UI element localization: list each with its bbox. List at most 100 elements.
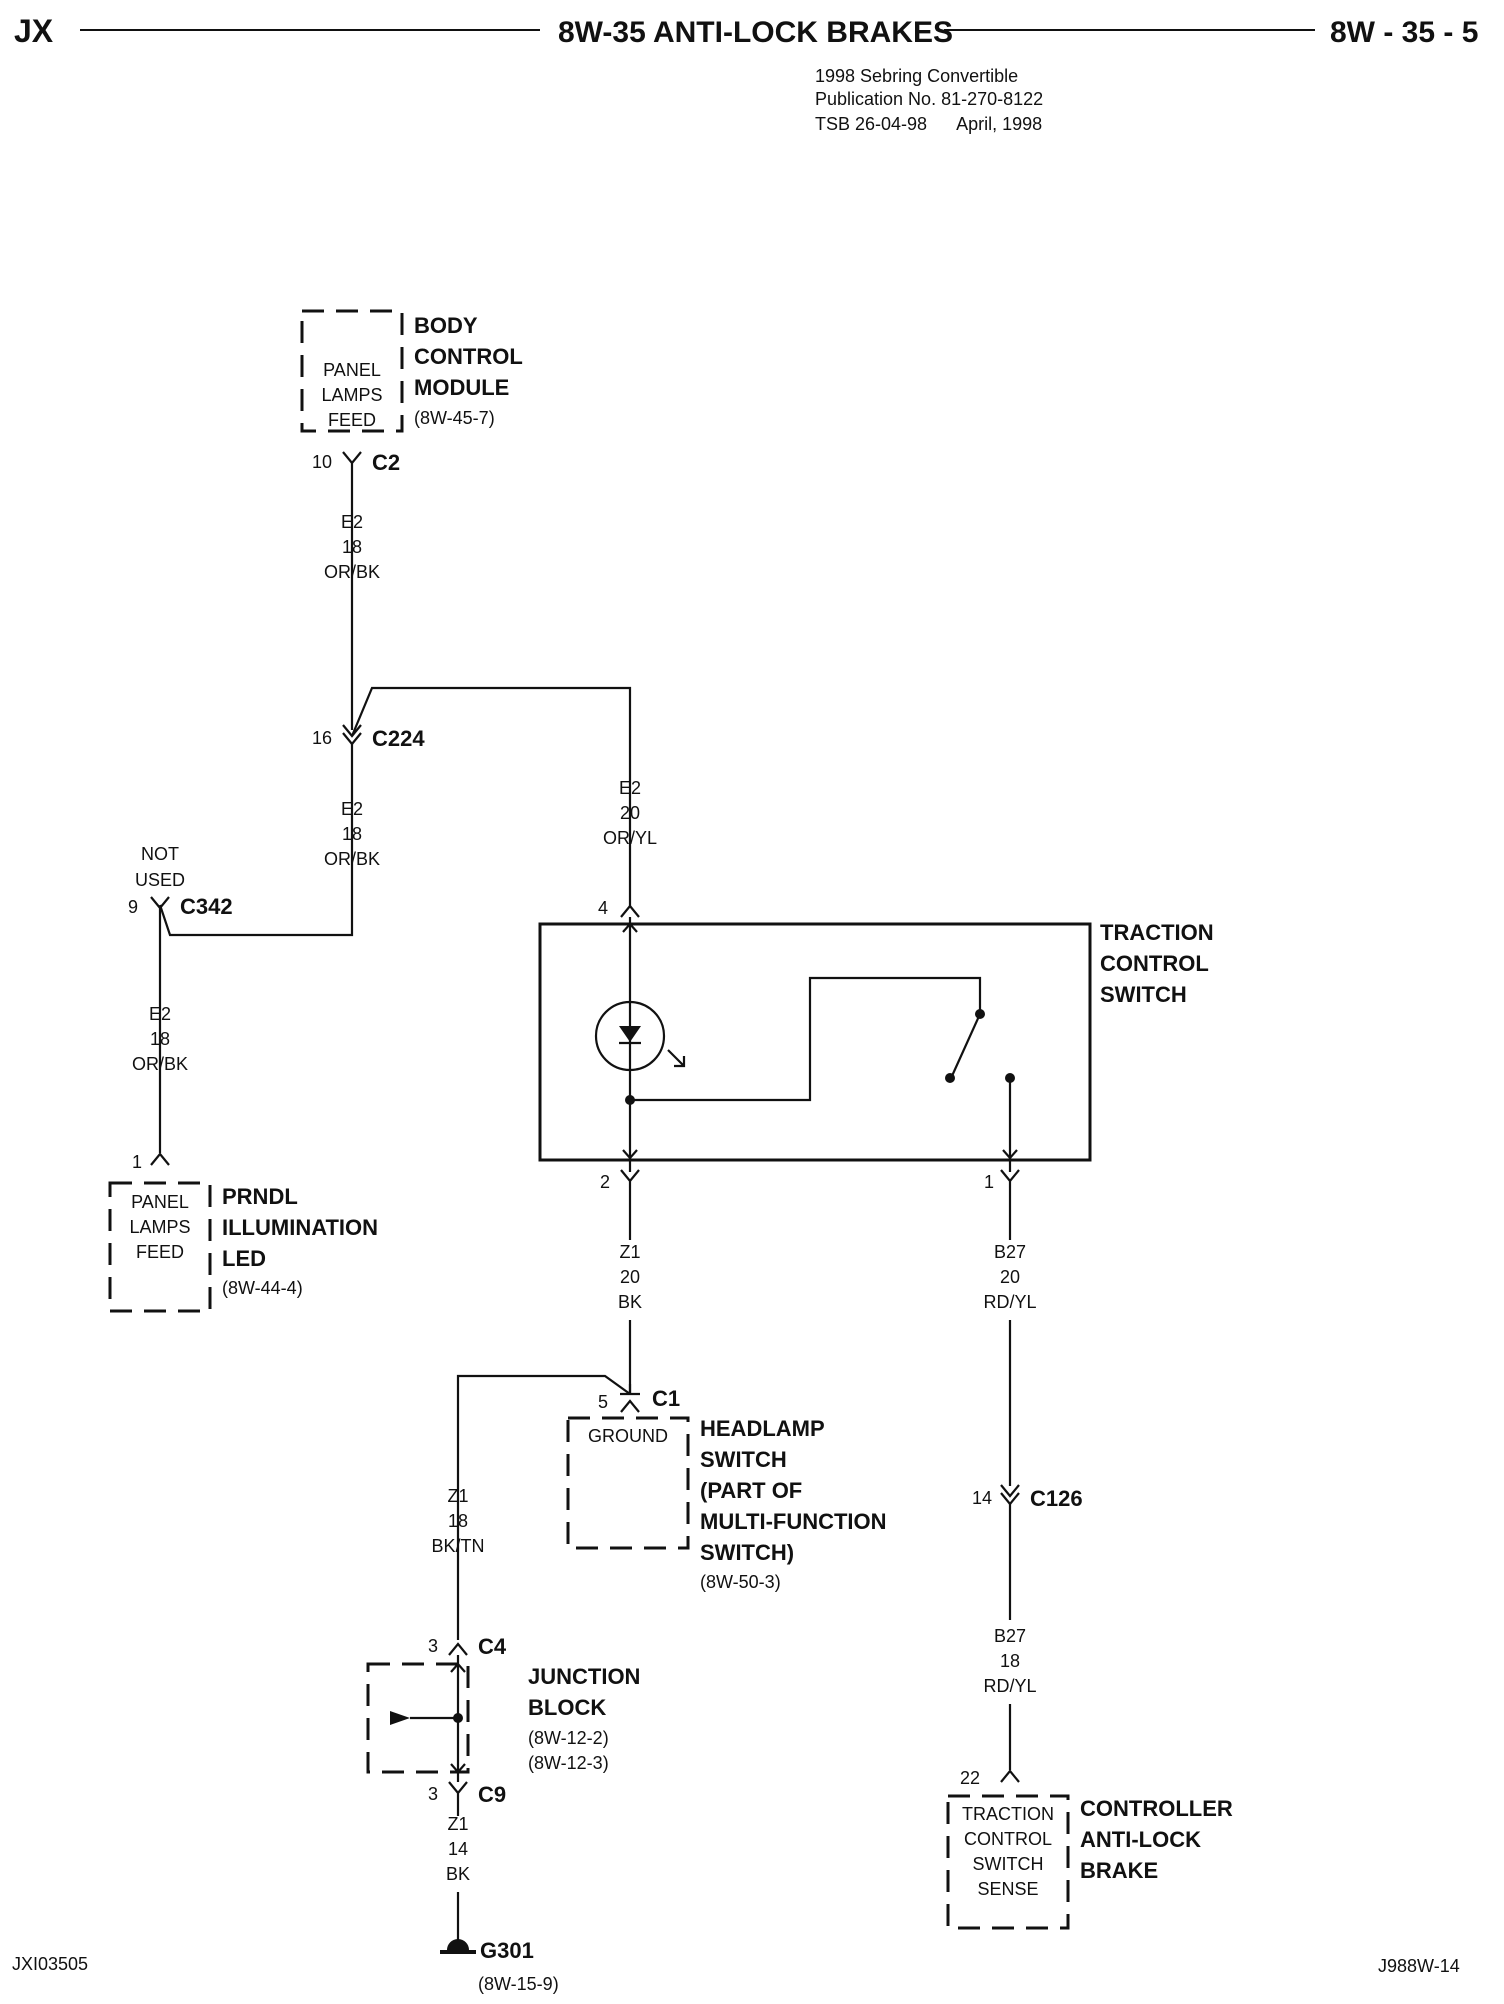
c342-connector-symbol [150, 896, 170, 915]
c4-pin: 3 [428, 1636, 438, 1656]
w2-color: OR/YL [603, 828, 657, 848]
w9-color: BK [446, 1864, 470, 1884]
c342-note-line1: NOT [141, 844, 179, 864]
c9-name: C9 [478, 1782, 506, 1807]
tcs-name-line2: CONTROL [1100, 951, 1209, 976]
w5-color: BK [618, 1292, 642, 1312]
headlamp-name-line4: MULTI-FUNCTION [700, 1509, 887, 1534]
junction-name-line1: JUNCTION [528, 1664, 640, 1689]
footer-figure-id: JXI03505 [12, 1954, 88, 1974]
prndl-pin: 1 [132, 1152, 142, 1172]
prndl-dashed-box [108, 1181, 212, 1313]
prndl-ref: (8W-44-4) [222, 1278, 303, 1298]
tcs-name-line1: TRACTION [1100, 920, 1214, 945]
w2-circuit: E2 [619, 778, 641, 798]
w5-circuit: Z1 [619, 1242, 640, 1262]
c342-note-line2: USED [135, 870, 185, 890]
bcm-inner-line1: PANEL [323, 360, 381, 380]
w5-gauge: 20 [620, 1267, 640, 1287]
w1-color: OR/BK [324, 562, 380, 582]
tcs-pin-top: 4 [598, 898, 608, 918]
headlamp-ref: (8W-50-3) [700, 1572, 781, 1592]
bcm-name-line1: BODY [414, 313, 478, 338]
tcs-diode-triangle [619, 1026, 641, 1042]
c224-pin: 16 [312, 728, 332, 748]
page-number: 8W - 35 - 5 [1330, 16, 1478, 49]
pub-number: Publication No. 81-270-8122 [815, 89, 1043, 109]
w1-circuit: E2 [341, 512, 363, 532]
c342-name: C342 [180, 894, 233, 919]
junction-node [453, 1713, 463, 1723]
cab-pin: 22 [960, 1768, 980, 1788]
prndl-inner-line3: FEED [136, 1242, 184, 1262]
g301-name: G301 [480, 1938, 534, 1963]
prndl-name-line1: PRNDL [222, 1184, 298, 1209]
junction-name-line2: BLOCK [528, 1695, 606, 1720]
headlamp-inner: GROUND [588, 1426, 668, 1446]
c126-name: C126 [1030, 1486, 1083, 1511]
c126-connector-symbol [1000, 1484, 1020, 1506]
w3-circuit: E2 [341, 799, 363, 819]
page-title: 8W-35 ANTI-LOCK BRAKES [558, 16, 953, 49]
tcs-internal-arrow-top [622, 922, 638, 933]
c1-pin: 5 [598, 1392, 608, 1412]
w9-gauge: 14 [448, 1839, 468, 1859]
cab-inner-line2: CONTROL [964, 1829, 1052, 1849]
w3-gauge: 18 [342, 824, 362, 844]
w9-circuit: Z1 [447, 1814, 468, 1834]
tcs-right-connector-symbol [1000, 1169, 1020, 1188]
w7-circuit: Z1 [447, 1486, 468, 1506]
w4-circuit: E2 [149, 1004, 171, 1024]
w8-gauge: 18 [1000, 1651, 1020, 1671]
tcs-name-line3: SWITCH [1100, 982, 1187, 1007]
headlamp-name-line2: SWITCH [700, 1447, 787, 1472]
junction-ref2: (8W-12-3) [528, 1753, 609, 1773]
pub-tsb: TSB 26-04-98 April, 1998 [815, 114, 1042, 134]
tcs-switch-blade [950, 1013, 982, 1077]
tcs-internal-arrow-right [1002, 1149, 1018, 1160]
w7-color: BK/TN [431, 1536, 484, 1556]
w8-color: RD/YL [983, 1676, 1036, 1696]
cab-dashed-box [946, 1794, 1070, 1930]
prndl-name-line3: LED [222, 1246, 266, 1271]
junction-dashed-box [366, 1662, 470, 1774]
tcs-pin-left: 2 [600, 1172, 610, 1192]
c1-name: C1 [652, 1386, 680, 1411]
c9-connector-symbol [448, 1781, 468, 1800]
header-section-code: JX [14, 13, 54, 49]
bcm-inner-line3: FEED [328, 410, 376, 430]
w1-gauge: 18 [342, 537, 362, 557]
c2-name: C2 [372, 450, 400, 475]
bcm-ref: (8W-45-7) [414, 408, 495, 428]
w7-gauge: 18 [448, 1511, 468, 1531]
cab-name-line1: CONTROLLER [1080, 1796, 1233, 1821]
junction-arrow-top [450, 1662, 466, 1673]
ground-icon [447, 1939, 469, 1950]
pub-model: 1998 Sebring Convertible [815, 66, 1018, 86]
w6-color: RD/YL [983, 1292, 1036, 1312]
tcs-housing [538, 922, 1092, 1162]
cab-inner-line4: SENSE [977, 1879, 1038, 1899]
tcs-internal-lamp-path [630, 976, 982, 1102]
bcm-name-line2: CONTROL [414, 344, 523, 369]
w3-color: OR/BK [324, 849, 380, 869]
prndl-inner-line2: LAMPS [129, 1217, 190, 1237]
tcs-led-icon [594, 1000, 666, 1072]
c4-name: C4 [478, 1634, 507, 1659]
headlamp-name-line3: (PART OF [700, 1478, 802, 1503]
c9-pin: 3 [428, 1784, 438, 1804]
c2-pin: 10 [312, 452, 332, 472]
bcm-name-line3: MODULE [414, 375, 509, 400]
cab-name-line3: BRAKE [1080, 1858, 1158, 1883]
headlamp-name-line5: SWITCH) [700, 1540, 794, 1565]
tcs-internal-arrow-left [622, 1149, 638, 1160]
tcs-switch-contact-left [945, 1073, 955, 1083]
headlamp-name-line1: HEADLAMP [700, 1416, 825, 1441]
footer-drawing-id: J988W-14 [1378, 1956, 1460, 1976]
w8-circuit: B27 [994, 1626, 1026, 1646]
c126-pin: 14 [972, 1488, 992, 1508]
w2-gauge: 20 [620, 803, 640, 823]
g301-ref: (8W-15-9) [478, 1974, 559, 1994]
wire-c224-to-c342 [158, 744, 354, 937]
